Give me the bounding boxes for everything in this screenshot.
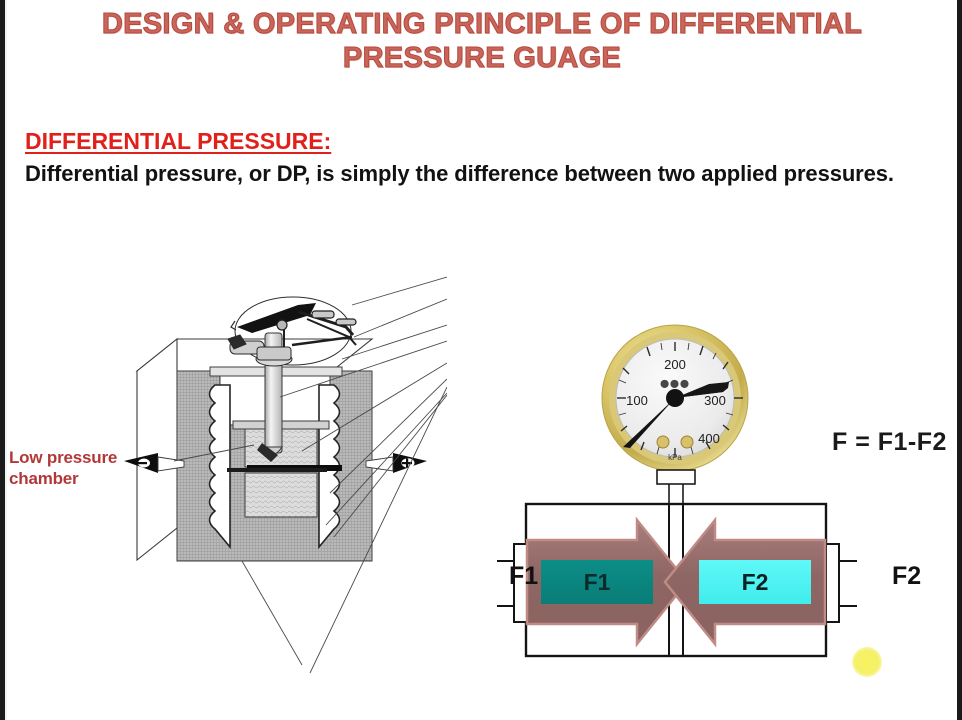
slide-title-line-2: PRESSURE GUAGE bbox=[342, 41, 622, 74]
force-arrow-f1: F1 bbox=[525, 516, 689, 648]
gauge-tick-label-100: 100 bbox=[626, 393, 648, 408]
window-frame-left bbox=[0, 0, 5, 720]
gauge-ticks bbox=[617, 342, 743, 457]
left-port-flange bbox=[497, 543, 528, 623]
force-balance-schematic: 200 100 300 400 ⬤⬤⬤ kPa bbox=[497, 318, 952, 688]
differential-pressure-cell-cutaway bbox=[102, 275, 447, 675]
gauge-tick-label-400: 400 bbox=[698, 431, 720, 446]
force-arrow-f1-label: F1 bbox=[584, 569, 611, 595]
gauge-screw-right bbox=[680, 435, 694, 449]
slide-body: DIFFERENTIAL PRESSURE: Differential pres… bbox=[25, 128, 905, 188]
low-pressure-chamber-callout: Low pressure chamber bbox=[9, 448, 159, 489]
window-frame-left-inner bbox=[5, 0, 7, 720]
gauge-unit-label: kPa bbox=[668, 453, 682, 462]
gauge-minor-ticks bbox=[618, 342, 734, 455]
leader-lines bbox=[173, 276, 447, 674]
port-label-f1: F1 bbox=[509, 562, 539, 590]
force-arrow-f2-label: F2 bbox=[742, 569, 769, 595]
gauge-tick-label-200: 200 bbox=[664, 357, 686, 372]
low-pressure-chamber-callout-line-1: Low pressure bbox=[9, 448, 118, 467]
diaphragm-capsule bbox=[232, 420, 330, 518]
port-marker-plus bbox=[365, 453, 427, 473]
slide-title: DESIGN & OPERATING PRINCIPLE OF DIFFEREN… bbox=[7, 8, 957, 75]
pointer-mechanism bbox=[230, 296, 357, 366]
pivot-boss bbox=[227, 334, 353, 367]
window-frame-right bbox=[957, 0, 962, 720]
gauge-screw-left bbox=[656, 435, 670, 449]
pressure-gauge-dial: 200 100 300 400 ⬤⬤⬤ kPa bbox=[601, 324, 749, 472]
section-heading: DIFFERENTIAL PRESSURE: bbox=[25, 128, 332, 154]
gauge-needle bbox=[623, 382, 729, 448]
low-pressure-chamber-callout-line-2: chamber bbox=[9, 468, 79, 488]
slide-title-line-1: DESIGN & OPERATING PRINCIPLE OF DIFFEREN… bbox=[101, 8, 863, 41]
right-port-flange bbox=[825, 543, 857, 623]
gauge-tick-label-300: 300 bbox=[704, 393, 726, 408]
formula-label: F = F1-F2 bbox=[832, 428, 947, 456]
port-label-f2: F2 bbox=[892, 562, 922, 590]
gauge-brand-mark: ⬤⬤⬤ bbox=[660, 379, 690, 388]
horizontal-link-bar bbox=[227, 443, 342, 472]
bellows-left bbox=[208, 384, 231, 550]
slide-canvas: DESIGN & OPERATING PRINCIPLE OF DIFFEREN… bbox=[7, 0, 957, 720]
force-arrow-f2: F2 bbox=[663, 516, 827, 648]
body-paragraph: Differential pressure, or DP, is simply … bbox=[25, 161, 894, 186]
cursor-highlight bbox=[852, 647, 882, 677]
